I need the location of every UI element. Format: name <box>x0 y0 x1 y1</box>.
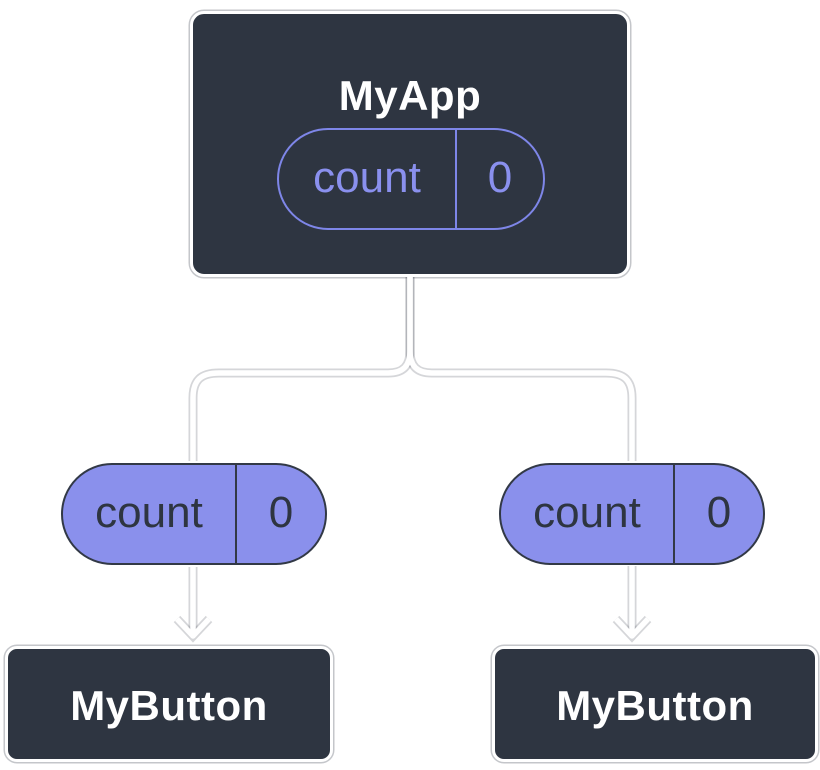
child-component-title: MyButton <box>556 682 754 729</box>
arrow-down-right-icon <box>613 566 651 639</box>
prop-pill-right: count 0 <box>499 463 765 565</box>
arrow-down-left-icon <box>174 567 212 639</box>
prop-value: 0 <box>235 465 325 563</box>
prop-value: 0 <box>673 465 763 563</box>
root-component-node: MyApp <box>190 11 630 277</box>
state-value: 0 <box>455 130 543 228</box>
child-component-node-right: MyButton <box>492 646 818 762</box>
prop-pill-left: count 0 <box>61 463 327 565</box>
state-name: count <box>313 153 421 202</box>
prop-name: count <box>95 488 203 537</box>
branch-to-right-child <box>407 277 635 461</box>
root-state-pill: count 0 <box>277 128 545 230</box>
child-component-title: MyButton <box>70 682 268 729</box>
connector-lines <box>174 277 651 639</box>
prop-name: count <box>533 488 641 537</box>
root-component-title: MyApp <box>338 72 482 119</box>
child-component-node-left: MyButton <box>5 646 333 762</box>
